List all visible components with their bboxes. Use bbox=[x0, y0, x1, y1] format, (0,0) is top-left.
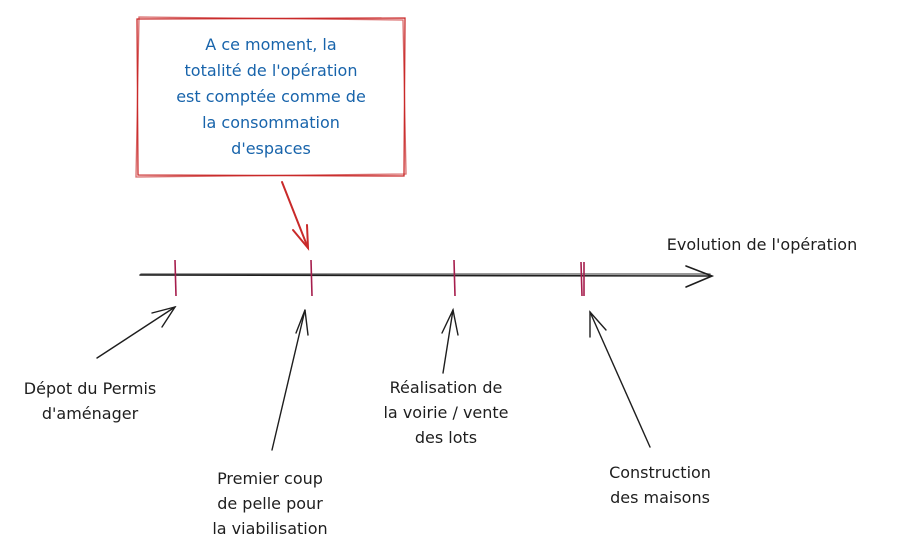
note-line: A ce moment, la bbox=[205, 35, 337, 54]
label-line: Premier coup bbox=[217, 469, 323, 488]
note-box bbox=[135, 16, 407, 178]
label-line: des maisons bbox=[610, 488, 710, 507]
label-line: Construction bbox=[609, 463, 711, 482]
pointer-arrow bbox=[281, 181, 310, 251]
label-line: Réalisation de bbox=[389, 378, 503, 397]
label-line: d'aménager bbox=[41, 404, 139, 423]
tick-permis bbox=[174, 259, 177, 297]
label-line: des lots bbox=[414, 428, 478, 447]
label-arrows bbox=[96, 305, 651, 451]
note-line: est comptée comme de bbox=[176, 87, 366, 106]
label-line: Dépot du Permis bbox=[23, 379, 157, 398]
arrow-permis bbox=[96, 305, 177, 359]
milestone-label-premier-coup: Premier coup de pelle pour la viabilisat… bbox=[212, 466, 327, 541]
arrow-voirie bbox=[441, 307, 459, 374]
note-line: totalité de l'opération bbox=[184, 61, 358, 80]
milestone-label-construction: Construction des maisons bbox=[609, 460, 711, 510]
note-line: la consommation bbox=[202, 113, 340, 132]
milestone-label-voirie: Réalisation de la voirie / vente des lot… bbox=[383, 375, 508, 450]
note-line: d'espaces bbox=[231, 139, 311, 158]
note-text: A ce moment, la totalité de l'opération … bbox=[176, 32, 366, 162]
timeline-axis bbox=[139, 265, 715, 288]
milestone-label-permis: Dépot du Permis d'aménager bbox=[24, 376, 156, 426]
note-callout: A ce moment, la totalité de l'opération … bbox=[137, 18, 405, 176]
timeline-ticks bbox=[174, 259, 585, 297]
label-line: la voirie / vente bbox=[383, 403, 509, 422]
label-line: la viabilisation bbox=[212, 519, 328, 538]
arrow-construction bbox=[589, 310, 651, 448]
tick-voirie bbox=[453, 259, 456, 297]
tick-premier-coup bbox=[310, 259, 313, 297]
tick-construction bbox=[580, 261, 585, 297]
arrow-premier-coup bbox=[271, 309, 309, 451]
timeline-label: Evolution de l'opération bbox=[666, 235, 858, 254]
label-line: de pelle pour bbox=[217, 494, 323, 513]
